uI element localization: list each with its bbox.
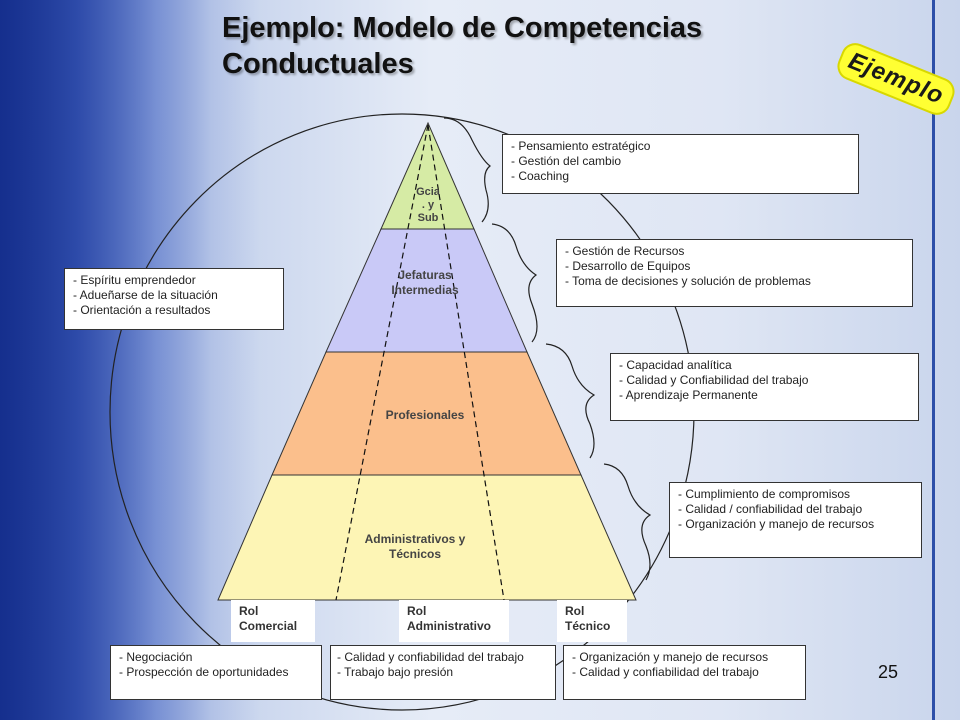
page-title: Ejemplo: Modelo de Competencias Conductu… [222, 10, 842, 82]
list-item: - Capacidad analítica [619, 358, 732, 372]
list-item: - Prospección de oportunidades [119, 665, 289, 679]
list-item: - Pensamiento estratégico [511, 139, 651, 153]
list-item: - Calidad y Confiabilidad del trabajo [619, 373, 809, 387]
role-label-tecnico: Rol Técnico [557, 600, 627, 642]
title-line-1: Ejemplo: Modelo de Competencias [222, 12, 703, 44]
list-item: - Gestión del cambio [511, 154, 622, 168]
list-item: - Negociación [119, 650, 193, 664]
competency-box-jefaturas: - Gestión de Recursos - Desarrollo de Eq… [556, 239, 913, 307]
role-label-line: Rol [239, 604, 259, 618]
level-label-jefaturas: Jefaturas Intermedias [375, 268, 475, 298]
level-label-line: Sub [417, 212, 439, 224]
level-label-line: Jefaturas [398, 268, 452, 282]
role-label-line: Comercial [239, 619, 298, 633]
list-item: - Aprendizaje Permanente [619, 388, 758, 402]
title-line-2: Conductuales [222, 48, 414, 80]
role-label-line: Técnico [565, 619, 611, 633]
list-item: - Espíritu emprendedor [73, 273, 196, 287]
slide-background [0, 0, 260, 720]
role-box-tecnico: - Organización y manejo de recursos - Ca… [563, 645, 806, 700]
list-item: - Calidad y confiabilidad del trabajo [337, 650, 524, 664]
competency-box-transversal: - Espíritu emprendedor - Adueñarse de la… [64, 268, 284, 330]
list-item: - Adueñarse de la situación [73, 288, 218, 302]
role-label-comercial: Rol Comercial [231, 600, 315, 642]
level-label-line: . y [421, 199, 435, 211]
list-item: - Organización y manejo de recursos [678, 517, 875, 531]
list-item: - Desarrollo de Equipos [565, 259, 691, 273]
list-item: - Trabajo bajo presión [337, 665, 454, 679]
level-label-line: Administrativos y [364, 532, 466, 546]
brace-level-1 [443, 117, 491, 223]
role-label-administrativo: Rol Administrativo [399, 600, 509, 642]
level-label-line: Técnicos [388, 547, 442, 561]
page-number: 25 [878, 662, 899, 682]
role-label-line: Rol [407, 604, 427, 618]
list-item: - Coaching [511, 169, 570, 183]
competency-box-profesionales: - Capacidad analítica - Calidad y Confia… [610, 353, 919, 421]
level-label-line: Profesionales [385, 408, 465, 422]
level-label-gerencia: Gcia . y Sub [398, 186, 458, 225]
list-item: - Cumplimiento de compromisos [678, 487, 851, 501]
brace-level-2 [491, 223, 538, 343]
level-label-profesionales: Profesionales [365, 408, 485, 423]
role-box-administrativo: - Calidad y confiabilidad del trabajo - … [330, 645, 556, 700]
list-item: - Toma de decisiones y solución de probl… [565, 274, 811, 288]
list-item: - Calidad y confiabilidad del trabajo [572, 665, 759, 679]
role-divider-left [335, 124, 429, 601]
role-divider-right [427, 124, 505, 601]
right-rail-line [932, 0, 935, 720]
role-label-line: Rol [565, 604, 585, 618]
brace-level-3 [545, 343, 596, 459]
level-label-administrativos: Administrativos y Técnicos [345, 532, 485, 562]
brace-level-4 [603, 463, 652, 581]
role-box-comercial: - Negociación - Prospección de oportunid… [110, 645, 322, 700]
role-label-line: Administrativo [407, 619, 492, 633]
level-4-shape [217, 474, 637, 601]
list-item: - Orientación a resultados [73, 303, 211, 317]
level-label-line: Intermedias [391, 283, 459, 297]
list-item: - Calidad / confiabilidad del trabajo [678, 502, 863, 516]
list-item: - Organización y manejo de recursos [572, 650, 769, 664]
list-item: - Gestión de Recursos [565, 244, 685, 258]
competency-box-administrativos: - Cumplimiento de compromisos - Calidad … [669, 482, 922, 558]
level-label-line: Gcia [416, 186, 440, 198]
competency-box-gerencia: - Pensamiento estratégico - Gestión del … [502, 134, 859, 194]
